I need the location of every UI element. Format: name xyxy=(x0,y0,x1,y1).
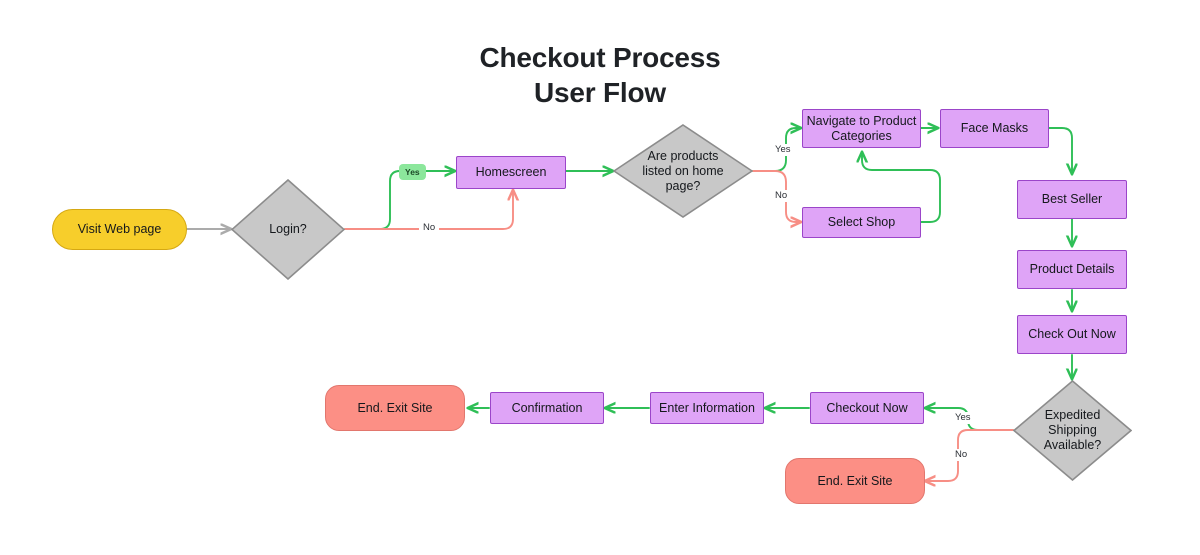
node-visit-web-page[interactable]: Visit Web page xyxy=(52,209,187,250)
node-label-line-1: Navigate to Product xyxy=(806,113,917,128)
decision-line-1: Are products xyxy=(647,148,719,163)
node-label-line-2: Categories xyxy=(831,128,892,143)
node-label: Confirmation xyxy=(511,400,583,415)
node-label: Check Out Now xyxy=(1028,327,1116,341)
title-line-1: Checkout Process xyxy=(479,42,721,73)
node-best-seller[interactable]: Best Seller xyxy=(1017,180,1127,219)
node-label: Login? xyxy=(269,222,307,236)
diamond-shape-icon xyxy=(231,179,345,280)
title-line-2: User Flow xyxy=(533,77,666,108)
diamond-shape-icon xyxy=(1013,380,1132,481)
node-confirmation[interactable]: Confirmation xyxy=(490,392,604,424)
node-end-exit-site-abandon[interactable]: End. Exit Site xyxy=(785,458,925,504)
decision-line-2: listed on home xyxy=(642,163,724,178)
decision-line-3: Available? xyxy=(1043,438,1102,452)
node-label: Select Shop xyxy=(827,215,896,229)
decision-line-2: Shipping xyxy=(1048,423,1097,437)
node-product-details[interactable]: Product Details xyxy=(1017,250,1127,289)
decision-line-1: Expedited xyxy=(1044,408,1101,422)
node-label: Checkout Now xyxy=(826,400,908,415)
node-enter-information[interactable]: Enter Information xyxy=(650,392,764,424)
node-products-listed-decision[interactable]: Are products listed on home page? xyxy=(613,124,753,218)
node-label: Face Masks xyxy=(960,121,1029,135)
node-login-decision[interactable]: Login? xyxy=(231,179,345,280)
edge-label-login-yes: Yes xyxy=(399,164,426,180)
node-label: Best Seller xyxy=(1041,192,1103,206)
edge-login-yes xyxy=(344,171,455,230)
node-label: Enter Information xyxy=(659,400,755,415)
edge-label-products-yes: Yes xyxy=(771,144,795,156)
edge-label-login-no: No xyxy=(419,222,440,234)
decision-line-3: page? xyxy=(665,178,701,193)
node-label: Product Details xyxy=(1029,262,1115,276)
edge-face-masks-to-best-seller xyxy=(1048,127,1072,174)
edge-label-expedited-yes: Yes xyxy=(951,412,975,424)
node-label: End. Exit Site xyxy=(817,473,893,488)
node-checkout-now[interactable]: Checkout Now xyxy=(810,392,924,424)
node-label: Visit Web page xyxy=(77,222,162,236)
node-label: Homescreen xyxy=(475,165,547,179)
node-navigate-to-product-categories[interactable]: Navigate to Product Categories xyxy=(802,109,921,148)
page-title: Checkout Process User Flow xyxy=(0,40,1200,110)
node-homescreen[interactable]: Homescreen xyxy=(456,156,566,189)
node-check-out-now[interactable]: Check Out Now xyxy=(1017,315,1127,354)
node-expedited-shipping-decision[interactable]: Expedited Shipping Available? xyxy=(1013,380,1132,481)
node-label: End. Exit Site xyxy=(357,400,433,415)
diamond-shape-icon xyxy=(613,124,753,218)
node-end-exit-site-success[interactable]: End. Exit Site xyxy=(325,385,465,431)
node-face-masks[interactable]: Face Masks xyxy=(940,109,1049,148)
node-label: Are products listed on home page? xyxy=(626,149,741,194)
node-select-shop[interactable]: Select Shop xyxy=(802,207,921,238)
edge-label-products-no: No xyxy=(771,190,792,202)
edge-label-expedited-no: No xyxy=(951,449,972,461)
node-label: Expedited Shipping Available? xyxy=(1024,408,1122,453)
node-label: Navigate to Product Categories xyxy=(807,114,917,144)
